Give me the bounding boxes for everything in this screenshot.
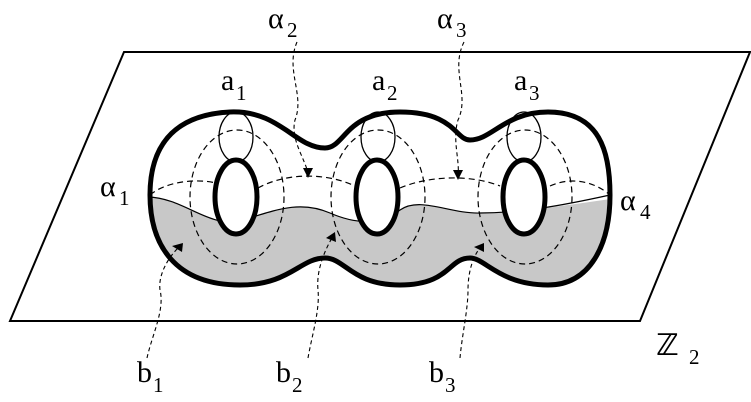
b2-circle [330, 129, 426, 265]
label-alpha3-base: α [437, 2, 453, 35]
label-alpha4-base: α [620, 184, 636, 217]
label-b2-base: b [276, 356, 291, 389]
label-b1-base: b [137, 356, 152, 389]
label-a2-base: a [372, 64, 385, 97]
label-a3-base: a [514, 64, 527, 97]
label-b2: b 2 [276, 356, 303, 397]
hole-2 [353, 157, 401, 237]
b-cycle-circles [189, 129, 573, 265]
label-b2-sub: 2 [292, 373, 303, 397]
label-z2: ℤ 2 [656, 328, 700, 369]
label-alpha1: α 1 [100, 170, 130, 210]
b2-leader [307, 237, 333, 359]
alpha3-arrowhead [453, 170, 463, 180]
label-a1-sub: 1 [236, 81, 247, 105]
alpha3-leader [455, 41, 465, 177]
b3-arrowhead [474, 243, 484, 252]
hole-1 [212, 157, 260, 237]
label-a3-sub: 3 [529, 81, 540, 105]
label-b3-sub: 3 [445, 373, 456, 397]
label-alpha3-sub: 3 [456, 18, 467, 42]
label-z2-base: ℤ [656, 328, 679, 363]
alpha2-arc [257, 175, 356, 189]
label-a2: a 2 [372, 64, 398, 105]
hole-3 [500, 157, 548, 237]
surface-holes [212, 157, 548, 237]
leader-lines [146, 41, 481, 359]
surface-outline [147, 109, 613, 288]
label-alpha1-sub: 1 [119, 186, 130, 210]
label-alpha3: α 3 [437, 2, 467, 42]
label-alpha2: α 2 [268, 2, 298, 42]
b3-circle [477, 129, 573, 265]
leader-arrowheads [172, 168, 484, 252]
label-a3: a 3 [514, 64, 540, 105]
b2-arrowhead [326, 232, 336, 242]
alpha2-arrowhead [303, 168, 313, 178]
label-a1: a 1 [221, 64, 247, 105]
label-alpha2-base: α [268, 2, 284, 35]
label-b3: b 3 [429, 356, 456, 397]
alpha2-leader [292, 41, 309, 175]
label-alpha1-base: α [100, 170, 116, 203]
label-alpha4: α 4 [620, 184, 651, 224]
label-a1-base: a [221, 64, 234, 97]
alpha3-arc [399, 177, 501, 189]
label-b1-sub: 1 [153, 373, 164, 397]
b1-circle [189, 129, 285, 265]
alpha1-arc [149, 180, 217, 196]
label-a2-sub: 2 [387, 81, 398, 105]
label-b3-base: b [429, 356, 444, 389]
alpha-arcs [149, 175, 611, 196]
label-alpha4-sub: 4 [640, 200, 651, 224]
label-z2-sub: 2 [689, 345, 700, 369]
label-b1: b 1 [137, 356, 164, 397]
alpha4-arc [549, 180, 611, 196]
label-alpha2-sub: 2 [287, 18, 298, 42]
b1-arrowhead [172, 243, 183, 252]
